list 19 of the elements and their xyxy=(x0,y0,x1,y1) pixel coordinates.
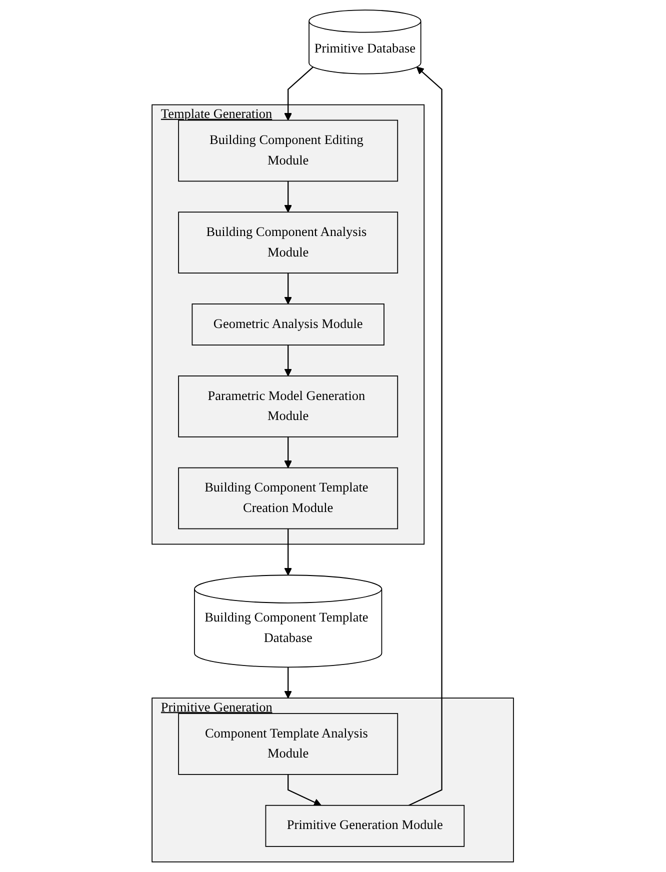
cluster xyxy=(152,698,514,862)
node-box xyxy=(178,467,398,530)
node-box xyxy=(192,304,385,346)
node-box xyxy=(178,376,398,438)
arrow xyxy=(284,667,292,698)
arrow xyxy=(408,66,443,806)
node-box xyxy=(178,713,398,775)
arrow xyxy=(284,66,314,121)
arrow xyxy=(284,528,292,576)
arrow xyxy=(288,774,322,806)
node-box xyxy=(266,804,465,847)
arrow xyxy=(284,345,292,376)
arrow xyxy=(284,181,292,212)
arrow xyxy=(284,436,292,468)
cluster xyxy=(152,104,425,545)
node-box xyxy=(178,212,398,274)
flowchart: Primitive Database Template Generation Building Component Editing Module Building Component Analysis Module Geometric Analysis Module Parametric Model Generation Module Building Component Template Creation Module Building Component Template Database Primitive Generation Component Template Analysis Module Primitive Generation Module xyxy=(145,3,521,869)
node-box xyxy=(178,120,398,182)
arrow xyxy=(284,273,292,304)
